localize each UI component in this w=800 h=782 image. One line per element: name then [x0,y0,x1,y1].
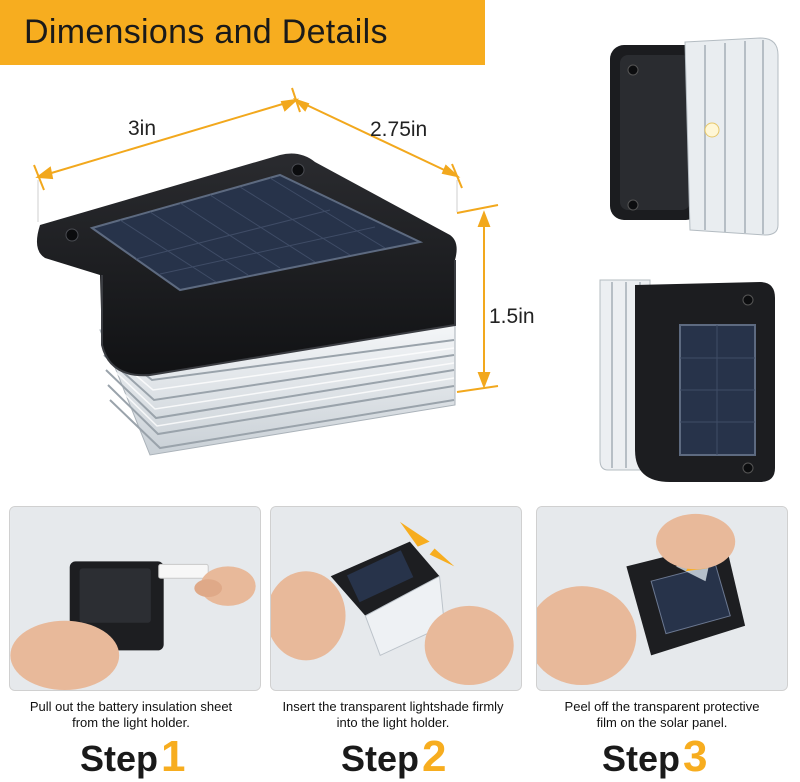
solar-step-light-back-view [610,37,779,236]
step-3-label: Step 3 [602,733,708,779]
step-word: Step [341,738,420,779]
step-number: 2 [422,732,447,781]
step-1-photo [9,506,261,691]
step-number: 1 [161,732,186,781]
depth-label: 2.75in [370,118,428,141]
solar-step-light-front-view [599,279,775,482]
screw-hole [291,163,305,177]
width-label: 3in [128,117,157,140]
step-1-label: Step 1 [80,733,186,779]
step-3-photo [536,506,788,691]
solar-step-light-main [36,153,457,456]
screw-hole [65,228,79,242]
step-number: 3 [683,732,708,781]
title-banner: Dimensions and Details [0,0,485,65]
step-2-label: Step 2 [341,733,447,779]
page-title: Dimensions and Details [24,13,388,51]
step-3-caption: Peel off the transparent protective film… [564,699,760,730]
step-word: Step [602,738,681,779]
step-2-photo [270,506,522,691]
step-1-caption: Pull out the battery insulation sheet fr… [29,699,233,730]
step-2-caption: Insert the transparent lightshade firmly… [282,699,504,730]
solar-panel [89,173,424,292]
height-label: 1.5in [489,305,535,328]
step-word: Step [80,738,159,779]
